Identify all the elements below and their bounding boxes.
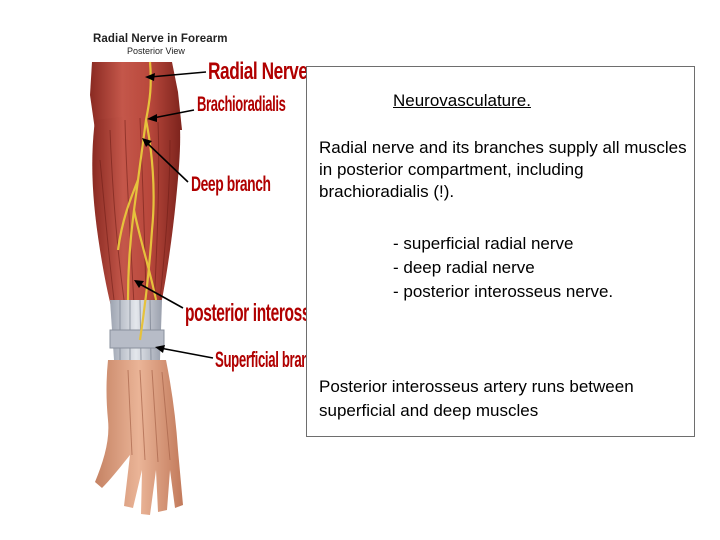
callout-radial-nerve: Radial Nerve <box>208 58 308 85</box>
list-item: - posterior interosseus nerve. <box>393 282 614 301</box>
callout-brachioradialis: Brachioradialis <box>197 93 286 116</box>
callout-leaders <box>137 71 214 359</box>
branch-list: - superficial radial nerve - deep radial… <box>393 232 613 304</box>
callout-superficial-branch: Superficial branch <box>215 347 324 372</box>
list-item: - superficial radial nerve <box>393 234 574 253</box>
notes-textbox: Neurovasculature. Radial nerve and its b… <box>306 66 695 437</box>
illustration-subtitle: Posterior View <box>127 46 185 56</box>
notes-title: Neurovasculature. <box>393 91 531 110</box>
illustration-title: Radial Nerve in Forearm <box>93 33 228 45</box>
hand <box>95 360 183 515</box>
notes-paragraph: Radial nerve and its branches supply all… <box>319 138 687 201</box>
callout-deep-branch: Deep branch <box>191 173 271 196</box>
radial-nerve-path <box>116 61 158 341</box>
forearm-muscles <box>92 110 181 310</box>
extensor-retinaculum <box>109 329 165 349</box>
list-item: - deep radial nerve <box>393 258 535 277</box>
artery-note: Posterior interosseus artery runs betwee… <box>319 377 634 420</box>
